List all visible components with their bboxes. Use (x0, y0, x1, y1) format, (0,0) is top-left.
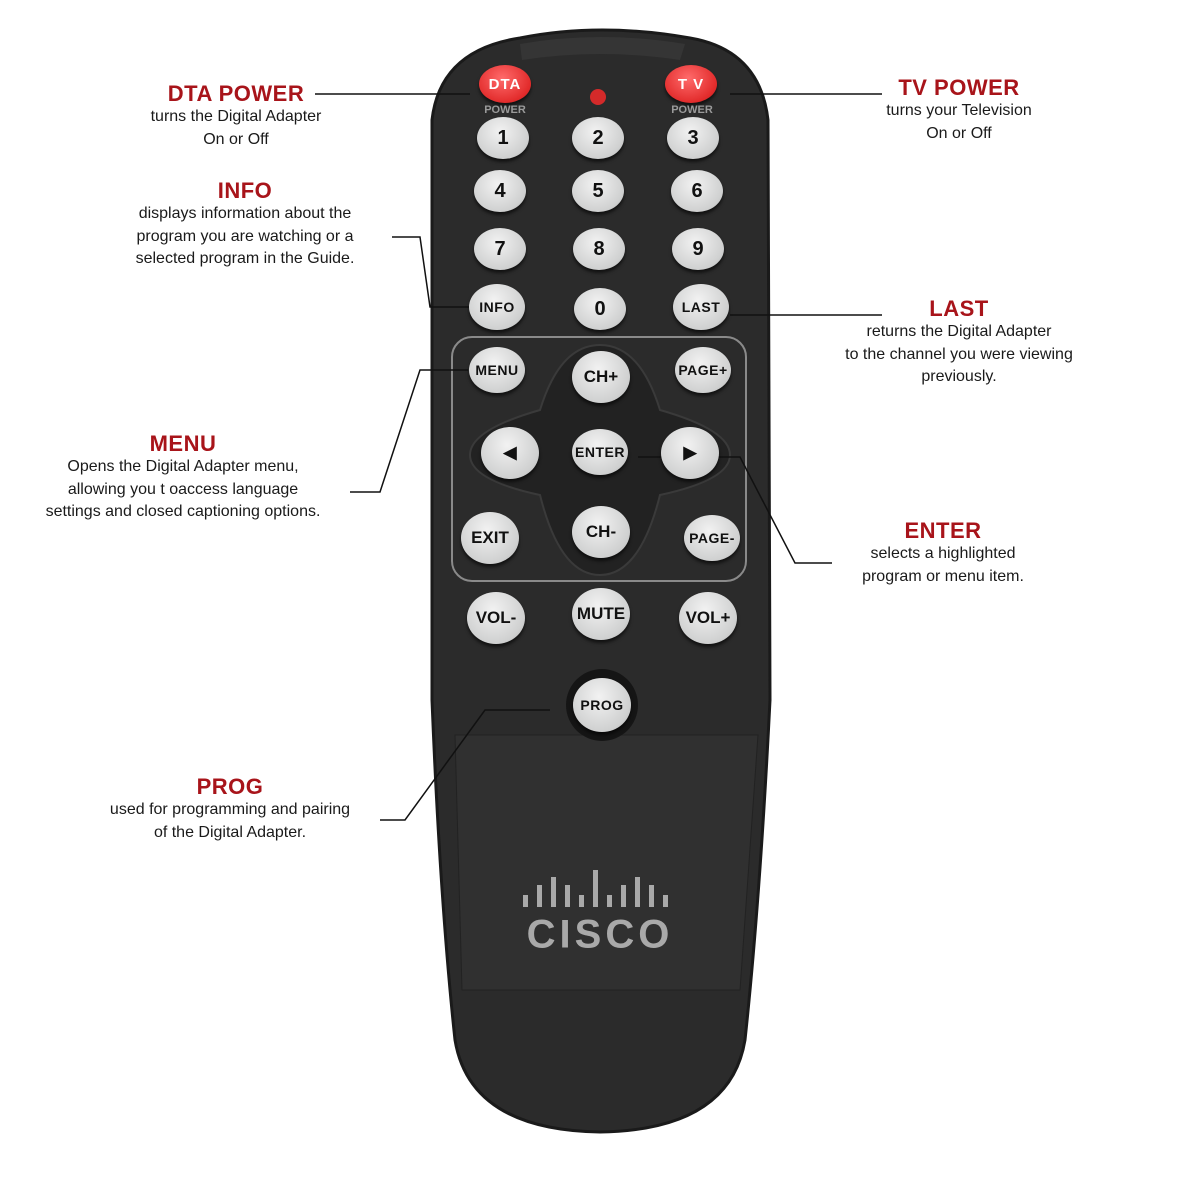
callout-text: settings and closed captioning options. (45, 503, 321, 520)
callout-text: turns the Digital Adapter (150, 108, 322, 125)
mute-button[interactable]: MUTE (572, 588, 630, 640)
nav-panel-outline (451, 336, 747, 582)
volume-down-button[interactable]: VOL- (467, 592, 525, 644)
left-arrow-button[interactable]: ◀ (481, 427, 539, 479)
callout-title: LAST (929, 296, 989, 321)
callout-prog: PROG used for programming and pairing of… (85, 775, 375, 844)
callout-text: of the Digital Adapter. (153, 823, 307, 841)
callout-enter: ENTER selects a highlighted program or m… (833, 519, 1053, 588)
digit-8-button[interactable]: 8 (573, 228, 625, 270)
callout-last: LAST returns the Digital Adapter to the … (814, 297, 1104, 389)
last-button[interactable]: LAST (673, 284, 729, 330)
prog-button[interactable]: PROG (573, 678, 631, 732)
digit-9-button[interactable]: 9 (672, 228, 724, 270)
callout-menu: MENU Opens the Digital Adapter menu, all… (23, 432, 343, 524)
digit-7-button[interactable]: 7 (474, 228, 526, 270)
page-down-button[interactable]: PAGE- (684, 515, 740, 561)
digit-2-button[interactable]: 2 (572, 117, 624, 159)
digit-4-button[interactable]: 4 (474, 170, 526, 212)
callout-info: INFO displays information about the prog… (105, 179, 385, 271)
tv-power-button[interactable]: T V (665, 65, 717, 103)
digit-5-button[interactable]: 5 (572, 170, 624, 212)
digit-0-button[interactable]: 0 (574, 288, 626, 330)
callout-text: selects a highlighted (870, 545, 1016, 562)
menu-button[interactable]: MENU (469, 347, 525, 393)
callout-title: ENTER (904, 518, 982, 543)
callout-title: INFO (217, 178, 273, 203)
callout-tv-power: TV POWER turns your Television On or Off (839, 76, 1079, 145)
callout-text: program or menu item. (862, 567, 1024, 585)
lower-panel (454, 734, 759, 991)
callout-text: Opens the Digital Adapter menu, (67, 458, 299, 475)
digit-1-button[interactable]: 1 (477, 117, 529, 159)
callout-title: PROG (196, 774, 264, 799)
channel-down-button[interactable]: CH- (572, 506, 630, 558)
right-arrow-button[interactable]: ▶ (661, 427, 719, 479)
enter-button[interactable]: ENTER (572, 429, 628, 475)
cisco-logo: CISCO (526, 912, 674, 957)
digit-6-button[interactable]: 6 (671, 170, 723, 212)
cisco-logo-bars (523, 870, 668, 907)
callout-text: displays information about the (138, 205, 352, 222)
callout-text: turns your Television (886, 102, 1032, 119)
callout-text: selected program in the Guide. (135, 250, 355, 267)
callout-title: TV POWER (898, 75, 1020, 100)
callout-text: program you are watching or a (136, 227, 354, 245)
volume-up-button[interactable]: VOL+ (679, 592, 737, 644)
tv-power-label: POWER (671, 104, 713, 116)
callout-text: On or Off (203, 130, 269, 148)
callout-text: returns the Digital Adapter (866, 323, 1052, 340)
callout-text: previously. (921, 368, 997, 385)
callout-text: used for programming and pairing (109, 801, 351, 818)
channel-up-button[interactable]: CH+ (572, 351, 630, 403)
callout-title: MENU (149, 431, 217, 456)
callout-text: to the channel you were viewing (845, 345, 1073, 363)
digit-3-button[interactable]: 3 (667, 117, 719, 159)
callout-text: On or Off (926, 124, 992, 142)
status-led (590, 89, 606, 105)
callout-dta-power: DTA POWER turns the Digital Adapter On o… (116, 82, 356, 151)
exit-button[interactable]: EXIT (461, 512, 519, 564)
callout-text: allowing you t oaccess language (67, 480, 299, 498)
dta-power-button[interactable]: DTA (479, 65, 531, 103)
dta-power-label: POWER (484, 104, 526, 116)
info-button[interactable]: INFO (469, 284, 525, 330)
page-up-button[interactable]: PAGE+ (675, 347, 731, 393)
callout-title: DTA POWER (167, 81, 305, 106)
